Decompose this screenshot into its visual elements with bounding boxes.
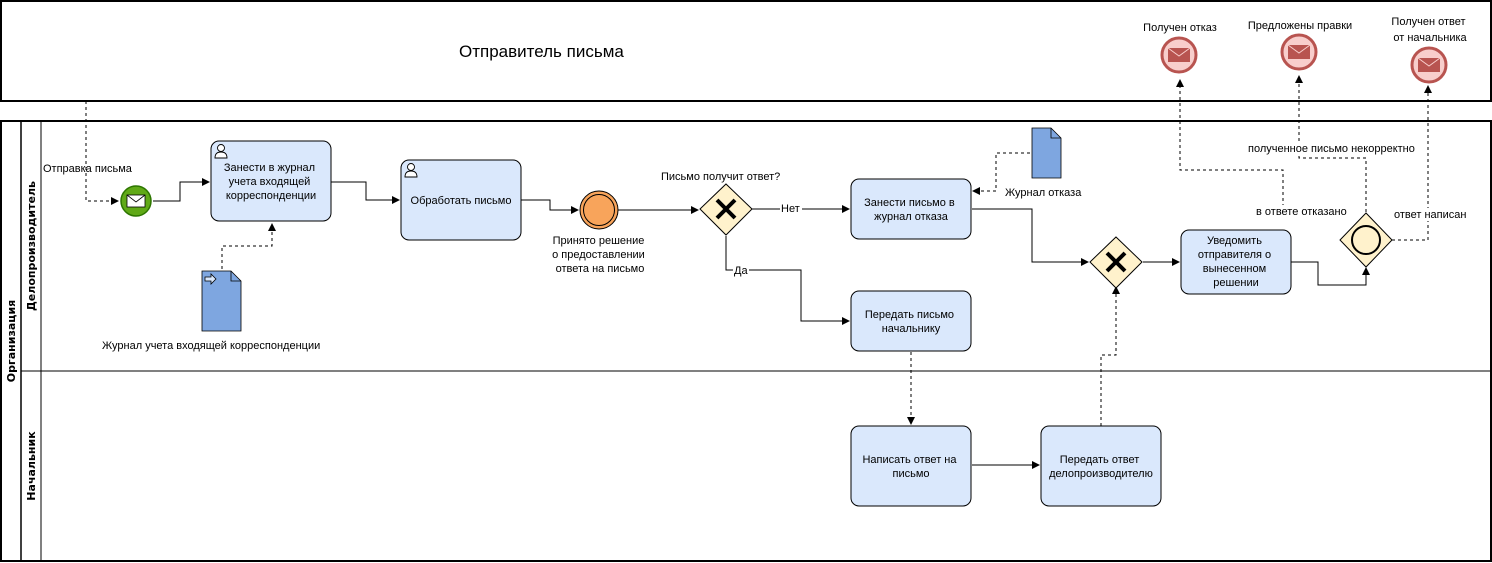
- x-icon: [1105, 251, 1127, 273]
- flow-process-event: [521, 199, 579, 214]
- org-pool-title: Организация: [5, 300, 18, 382]
- incoming-journal-label: Журнал учета входящей корреспонденции: [102, 340, 320, 352]
- svg-text:Обработать письмо: Обработать письмо: [411, 195, 512, 207]
- svg-text:Передать письмо начальни: Передать письмо начальнику: [865, 309, 957, 335]
- end-event-answer[interactable]: [1410, 46, 1448, 84]
- start-event[interactable]: [120, 185, 152, 217]
- sender-pool: [0, 0, 1492, 102]
- start-event-label: Отправка письма: [43, 163, 133, 175]
- task-register-line3: корреспонденции: [226, 190, 316, 202]
- sequence-flows: [153, 178, 1370, 469]
- svg-text:Передать ответ делопроиз: Передать ответ делопроизводителю: [1049, 454, 1153, 480]
- task-process[interactable]: Обработать письмо: [400, 159, 522, 241]
- sender-pool-title: Отправитель письма: [459, 42, 624, 61]
- end-event-answer-label: Получен ответ от начальника: [1391, 16, 1468, 44]
- gateway-decision[interactable]: [699, 183, 753, 236]
- task-register[interactable]: Занести в журнал учета входящей корреспо…: [210, 140, 332, 222]
- gateway-event-based[interactable]: [1339, 212, 1393, 268]
- flow-gateway-yes: [725, 236, 850, 325]
- task-log-refusal[interactable]: Занести письмо в журнал отказа: [850, 178, 972, 240]
- gateway-merge[interactable]: [1089, 236, 1143, 289]
- flow-log-merge: [972, 208, 1089, 266]
- user-icon: [214, 144, 228, 159]
- flow-label-incorrect: полученное письмо некорректно: [1248, 143, 1415, 155]
- end-event-corrections-label: Предложены правки: [1248, 20, 1352, 32]
- svg-text:Занести в журнал учета в: Занести в журнал учета входящей корреспо…: [224, 162, 318, 202]
- end-event-refused[interactable]: [1160, 36, 1198, 74]
- intermediate-event[interactable]: [579, 190, 619, 230]
- flow-start-register: [153, 178, 210, 202]
- message-flow-answered: [1392, 85, 1432, 241]
- task-register-line1: Занести в журнал: [224, 162, 315, 174]
- task-pass-to-boss[interactable]: Передать письмо начальнику: [850, 290, 972, 352]
- flow-label-refused: в ответе отказано: [1256, 206, 1347, 218]
- refusal-journal-label: Журнал отказа: [1005, 187, 1082, 199]
- task-pass-answer[interactable]: Передать ответ делопроизводителю: [1040, 425, 1162, 507]
- flow-label-no: Нет: [781, 203, 800, 215]
- message-flow-answer-back: [1100, 286, 1120, 426]
- svg-text:Занести письмо в журнал: Занести письмо в журнал отказа: [864, 197, 958, 223]
- input-arrow-icon: [204, 273, 217, 285]
- lane-boss-title: Начальник: [25, 431, 38, 501]
- intermediate-event-label: Принято решение о предоставлении ответа …: [552, 235, 648, 275]
- lane-clerk-title: Делопроизводитель: [25, 181, 38, 311]
- task-process-line1: Обработать письмо: [411, 195, 512, 207]
- user-icon: [404, 163, 418, 178]
- gateway-question-label: Письмо получит ответ?: [661, 171, 780, 183]
- task-write-answer[interactable]: Написать ответ на письмо: [850, 425, 972, 507]
- svg-text:Уведомить отправителя о: Уведомить отправителя о вынесенном решен…: [1198, 235, 1274, 289]
- flow-notify-final: [1291, 261, 1370, 286]
- association-incoming-journal: [221, 223, 276, 269]
- end-event-refused-label: Получен отказ: [1143, 22, 1217, 34]
- svg-text:Написать ответ на письмо: Написать ответ на письмо: [862, 454, 959, 480]
- message-flow-incorrect: [1295, 75, 1367, 212]
- flow-label-answered: ответ написан: [1394, 209, 1466, 221]
- task-notify[interactable]: Уведомить отправителя о вынесенном решен…: [1180, 229, 1292, 295]
- data-object-incoming-journal[interactable]: [201, 270, 242, 332]
- message-flow-incoming: [85, 101, 119, 205]
- end-event-corrections[interactable]: [1280, 33, 1318, 71]
- data-object-refusal-journal[interactable]: [1031, 127, 1062, 179]
- x-icon: [715, 198, 737, 220]
- flow-label-yes: Да: [734, 265, 748, 277]
- flow-register-process: [331, 181, 400, 204]
- task-register-line2: учета входящей: [229, 176, 311, 188]
